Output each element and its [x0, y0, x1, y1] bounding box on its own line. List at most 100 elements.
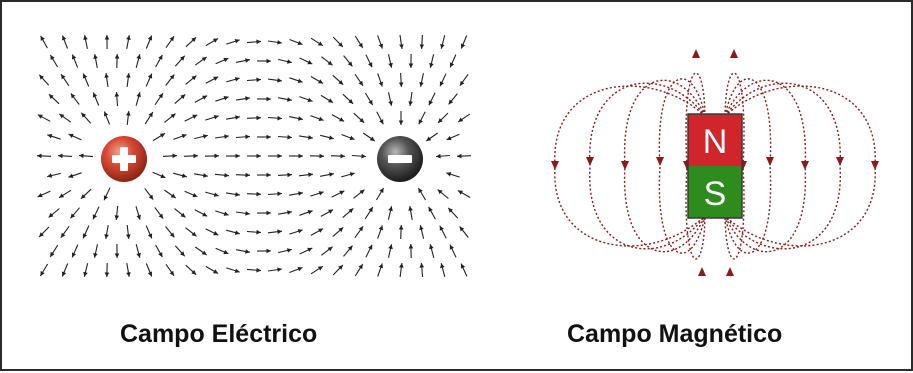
electric-field-arrow [215, 173, 229, 178]
electric-field-arrow [155, 93, 163, 105]
electric-field-arrow [156, 245, 163, 257]
electric-field-arrow [446, 172, 459, 177]
magnetic-field-arrow [871, 161, 879, 170]
electric-field-arrow [173, 173, 187, 178]
minus-sign-icon [388, 155, 412, 163]
electric-field-arrow [38, 115, 50, 122]
electric-field-arrow [268, 116, 282, 121]
electric-field-arrow [278, 248, 292, 253]
electric-field-arrow [460, 227, 469, 238]
electric-field-arrow [185, 115, 198, 121]
bar-magnet: N S [688, 114, 742, 218]
electric-field-arrow [438, 190, 449, 199]
electric-field-arrow [186, 228, 197, 237]
electric-field-arrow [289, 116, 303, 121]
electric-field-arrow [226, 230, 240, 235]
electric-field-caption: Campo Eléctrico [120, 320, 317, 349]
electric-field-arrow [268, 229, 282, 234]
electric-field-arrow [93, 54, 98, 68]
electric-field-arrow [165, 114, 176, 123]
positive-charge [101, 136, 147, 182]
electric-field-arrow [195, 57, 206, 65]
electric-field-arrow [257, 211, 271, 216]
electric-field-arrow [247, 230, 261, 235]
electric-field-arrow [205, 154, 219, 159]
electric-field-arrow [81, 113, 90, 123]
electric-field-arrow [186, 76, 197, 85]
electric-field-arrow [93, 207, 99, 220]
electric-field-arrow [388, 54, 393, 68]
electric-field-arrow [236, 58, 250, 63]
electric-field-arrow [41, 36, 48, 48]
electric-field-arrow [105, 263, 110, 277]
electric-field-arrow [206, 267, 218, 274]
electric-field-arrow [366, 245, 372, 258]
electric-field-arrow [355, 74, 363, 86]
electric-field-arrow [440, 35, 445, 49]
electric-field-arrow [458, 114, 470, 122]
electric-field-arrow [420, 263, 425, 277]
magnetic-field-arrow [801, 161, 809, 170]
electric-field-arrow [333, 75, 343, 84]
electric-field-arrow [215, 134, 229, 139]
electric-field-arrow [300, 58, 313, 64]
electric-field-arrow [195, 247, 206, 255]
north-label: N [703, 123, 728, 161]
electric-field-arrow [49, 209, 60, 218]
electric-field-arrow [47, 134, 60, 139]
electric-field-arrow [59, 190, 71, 197]
electric-field-arrow [71, 93, 79, 104]
electric-field-arrow [166, 264, 174, 275]
electric-field-arrow [136, 92, 141, 105]
electric-field-arrow [175, 94, 186, 103]
electric-field-arrow [79, 154, 93, 159]
electric-field-arrow [399, 263, 404, 277]
electric-field-arrow [216, 58, 229, 64]
electric-field-arrow [126, 111, 131, 125]
electric-field-arrow [50, 55, 57, 67]
electric-field-arrow [320, 172, 334, 177]
electric-field-arrow [354, 113, 364, 122]
electric-field-arrow [173, 134, 186, 139]
electric-field-arrow [166, 75, 175, 86]
electric-field-arrow [195, 210, 207, 216]
electric-field-arrow [460, 74, 468, 85]
electric-field-arrow [311, 38, 323, 46]
electric-field-arrow [38, 191, 51, 197]
electric-field-arrow [366, 55, 372, 68]
south-label: S [704, 175, 727, 213]
electric-field-arrow [257, 59, 271, 64]
electric-field-arrow [461, 36, 467, 49]
electric-field-arrow [194, 134, 208, 139]
electric-field-arrow [289, 191, 303, 196]
electric-field-arrow [216, 248, 229, 254]
electric-field-arrow [321, 95, 333, 102]
electric-field-arrow [343, 94, 353, 104]
electric-field-arrow [247, 78, 261, 83]
electric-field-arrow [175, 246, 184, 256]
electric-field-arrow [388, 92, 393, 106]
electric-field-arrow [257, 135, 271, 140]
electric-field-arrow [458, 191, 470, 198]
electric-field-arrow [153, 133, 165, 140]
electric-field-arrow [289, 267, 302, 273]
electric-field-arrow [320, 135, 334, 140]
electric-field-arrow [299, 135, 313, 140]
electric-field-arrow [289, 154, 303, 159]
electric-field-arrow [247, 116, 261, 121]
electric-field-arrow [59, 114, 70, 122]
magnetic-field-line [725, 86, 875, 246]
electric-field-arrow [226, 39, 239, 44]
electric-field-arrow [247, 154, 261, 159]
electric-field-arrow [136, 206, 141, 219]
electric-field-arrow [69, 134, 82, 140]
electric-field-arrow [448, 208, 457, 218]
electric-field-arrow [81, 189, 91, 199]
electric-field-arrow [378, 263, 383, 276]
electric-field-arrow [83, 74, 89, 87]
electric-field-arrow [461, 264, 467, 277]
electric-field-arrow [440, 226, 446, 238]
electric-field-arrow [40, 264, 47, 276]
electric-field-arrow [83, 263, 88, 277]
